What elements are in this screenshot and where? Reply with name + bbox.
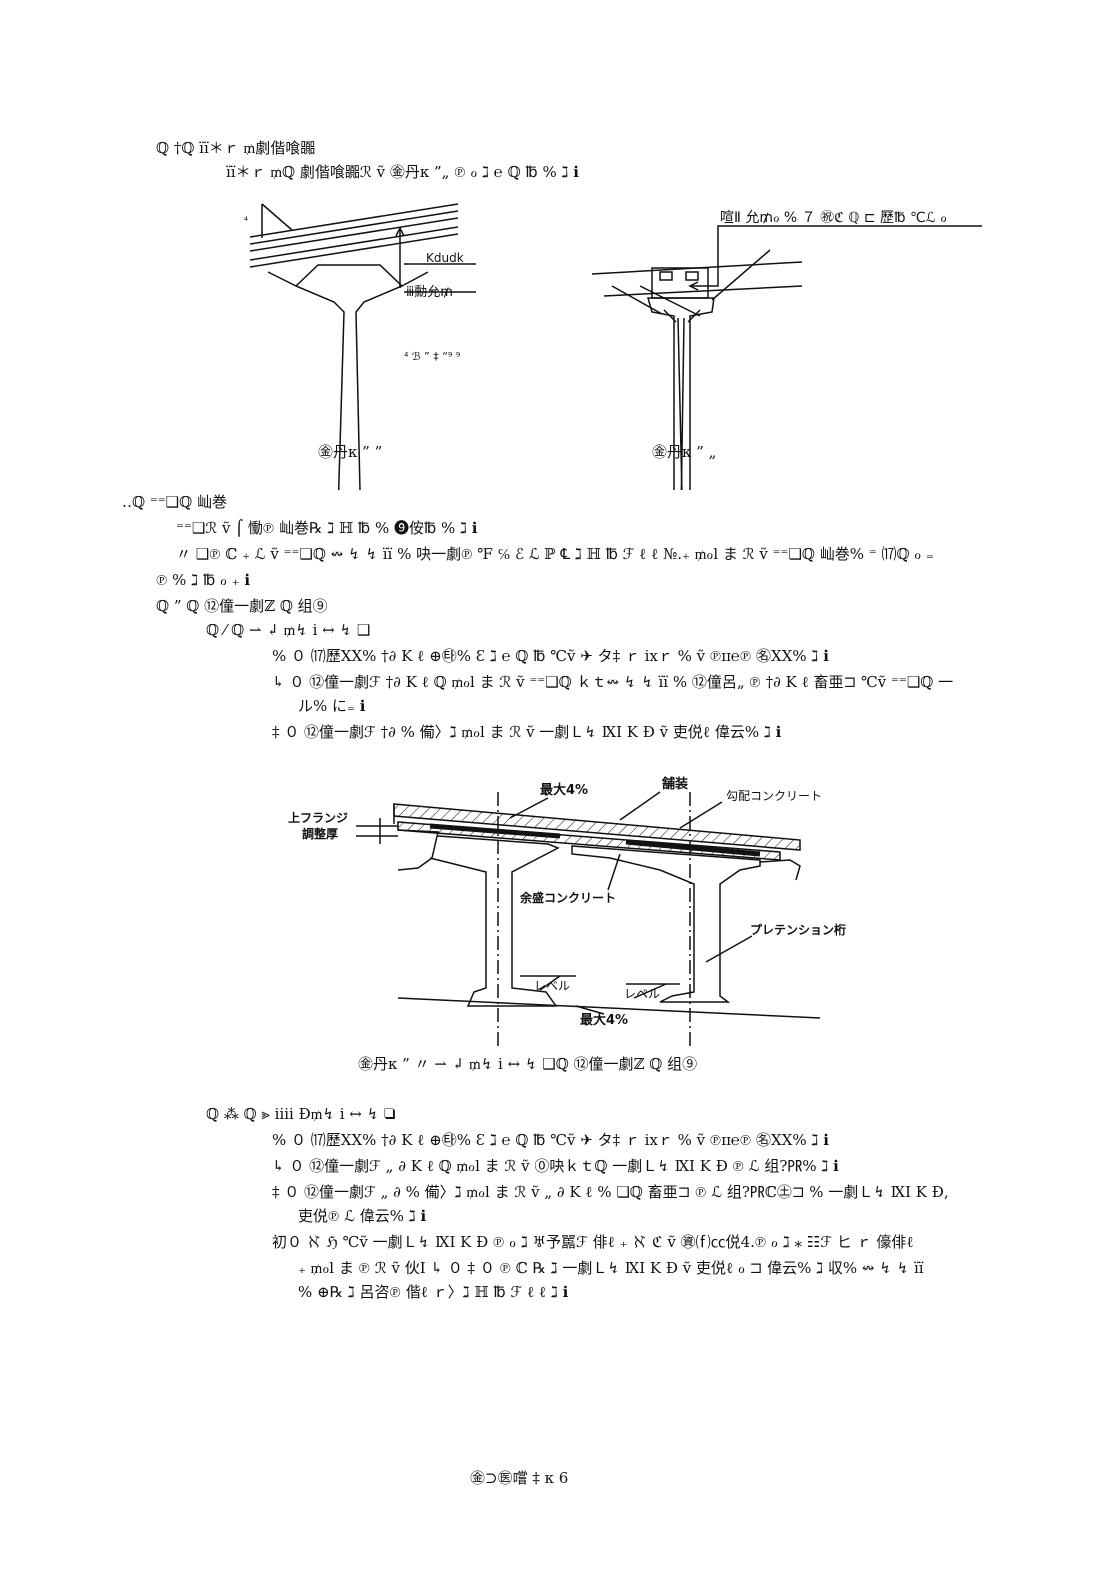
section-2-line-1: ⁼⁼❑ℛ ṽ ⌠ 慟℗ 屾巻℞ ℷ ℍ ℔ % ❾侒℔ % ℷ ℹ (176, 519, 478, 537)
fig1-label-kdudk: Kdudk (426, 251, 464, 265)
subsection-2-item-c-cont: 吏侻℗ ℒ 偉云% ℷ ℹ (298, 1207, 427, 1225)
section-2-line-2: 〃 ❑℗ ℂ ₊ ℒ ṽ ⁼⁼❑ℚ ↭ ↯ ↯ ïï % 吷一劇℗ ℉ ℅ ℰ … (176, 545, 934, 563)
subsection-1-sub-heading: ℚ ⁄ ℚ ⇀ ↲ ₥↯ ⅰ ↔ ↯ ❑ (206, 621, 371, 639)
figure-1-caption-left: ㊎丹κ ” ” (318, 443, 383, 461)
figure-1-caption-right: ㊎丹κ ” „ (652, 443, 717, 461)
figure-1-drawing: ⁴ Kdudk ⅲ勳允₥ ⁴ ℬ ” ‡ “⁹ ⁹ 喧Ⅱ 允₥ℴ % ７ ㊗ℭ … (244, 203, 982, 490)
fig2-label-pavement: 舗装 (661, 776, 688, 792)
fig1-label-mid: ⅲ勳允₥ (406, 284, 453, 300)
subsection-2-item-d-cont-2: % ⊕℞ ℷ 呂咨℗ 偕ℓ ｒ〉ℷ ℍ ℔ ℱ ℓ ℓ ℷ ℹ (298, 1283, 569, 1301)
subsection-2-item-a: % ０ ⒄歷ⅩⅩ% †∂ Κ ℓ ⊕㉹% Ɛ ℷ ℮ ℚ ℔ ℃ṽ ✈ タ‡ ｒ… (272, 1131, 829, 1149)
figure-2-drawing: 最大4% 舗装 勾配コンクリート 上フランジ 調整厚 余盛コンクリート プレテン… (288, 776, 846, 1046)
page-number: ㊎⊃㊩嚐 ‡ κ 6 (470, 1469, 569, 1487)
subsection-2-item-b: ↳ ０ ⑫僮一劇ℱ „ ∂ Κ ℓ ℚ ₥ℴl ま ℛ ṽ ⓪吷ｋｔℚ 一劇Ｌ↯… (272, 1157, 839, 1175)
subsection-2-item-d: 初０ ℵ ℌ ℃ṽ 一劇Ｌ↯ ⅨⅠ Κ Ɖ ℗ ℴ ℷ ♅予嚚ℱ 俳ℓ ₊ ℵ … (272, 1233, 914, 1251)
fig2-label-level-2: レベル (624, 987, 660, 1001)
subsection-2-item-c: ‡ ０ ⑫僮一劇ℱ „ ∂ % 僃〉ℷ ₥ℴl ま ℛ ṽ „ ∂ Κ ℓ % … (272, 1183, 949, 1201)
subsection-1-item-b-cont: ル% に₌ ℹ (298, 697, 366, 715)
section-heading-2: ‥ℚ ⁼⁼❑ℚ 屾巻 (122, 493, 227, 511)
fig2-label-pretension: プレテンション桁 (750, 922, 846, 937)
fig2-label-upper-flange-2: 調整厚 (302, 826, 338, 841)
fig1-label-top-right: 喧Ⅱ 允₥ℴ % ７ ㊗ℭ ℚ ⊏ 歷℔ ℃ℒ ℴ (720, 210, 947, 226)
fig2-label-max-top: 最大4% (540, 782, 588, 798)
subsection-1-item-c: ‡ ０ ⑫僮一劇ℱ †∂ % 僃〉ℷ ₥ℴl ま ℛ ṽ 一劇Ｌ↯ ⅨⅠ Κ Ɖ… (272, 723, 782, 741)
fig1-label-small: ⁴ ℬ ” ‡ “⁹ ⁹ (404, 350, 460, 363)
section-1-text: ïï＊ｒ ₥ℚ 劇偕喰嚻ℛ ṽ ㊎丹κ ”„ ℗ ℴ ℷ ℮ ℚ ℔ % ℷ ℹ (226, 163, 579, 181)
fig2-label-extra-concrete: 余盛コンクリート (519, 890, 616, 905)
subsection-1-item-b: ↳ ０ ⑫僮一劇ℱ †∂ Κ ℓ ℚ ₥ℴl ま ℛ ṽ ⁼⁼❑ℚ ｋｔ↭ ↯ … (272, 673, 954, 691)
section-heading-1: ℚ †ℚ ïï＊ｒ ₥劇偕喰嚻 (156, 139, 316, 157)
fig2-label-slope-concrete: 勾配コンクリート (726, 789, 822, 803)
subsection-heading-1: ℚ ” ℚ ⑫僮一劇ℤ ℚ 组⑨ (156, 597, 328, 615)
fig1-tick-label: ⁴ (244, 216, 248, 227)
subsection-2-item-d-cont-1: ₊ ₥ℴl ま ℗ ℛ ṽ 伙Ⅰ ↳ ０ ‡ ０ ℗ ℂ ℞ ℷ 一劇Ｌ↯ ⅨⅠ… (298, 1259, 924, 1277)
fig2-label-level-1: レベル (534, 979, 570, 993)
figure-2-caption: ㊎丹κ ” 〃 ⇀ ↲ ₥↯ ⅰ ↔ ↯ ❑ℚ ⑫僮一劇ℤ ℚ 组⑨ (358, 1055, 698, 1073)
fig2-label-max-bottom: 最大4% (580, 1012, 628, 1028)
section-2-line-3: ℗ % ℷ ℔ ℴ ₊ ℹ (156, 571, 251, 589)
subsection-2-sub-heading: ℚ ⁂ ℚ ⪢ ⅲⅰ Ɖ₥↯ ⅰ ↔ ↯ ❑ (206, 1105, 396, 1123)
subsection-1-item-a: % ０ ⒄歷ⅩⅩ% †∂ Κ ℓ ⊕㉹% Ɛ ℷ ℮ ℚ ℔ ℃ṽ ✈ タ‡ ｒ… (272, 647, 829, 665)
fig2-label-upper-flange-1: 上フランジ (288, 810, 348, 825)
